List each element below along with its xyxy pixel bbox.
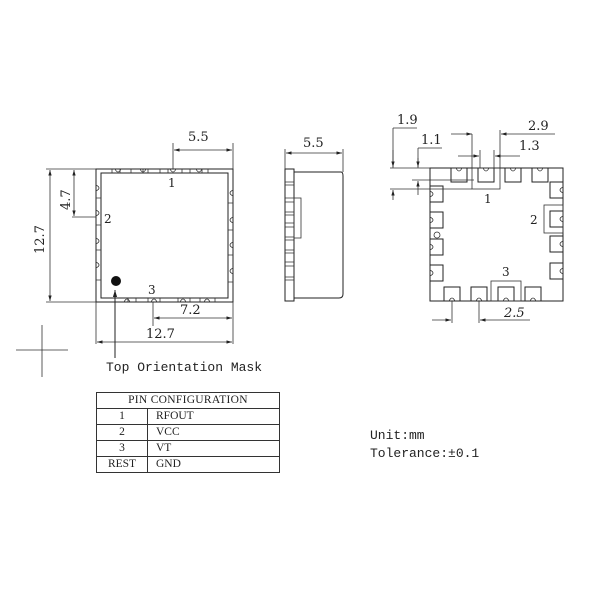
pin1-label: 1 bbox=[168, 176, 176, 190]
fp-pin2-label: 2 bbox=[530, 213, 538, 227]
fp-pin3-label: 3 bbox=[502, 265, 510, 279]
package-body bbox=[100, 172, 229, 299]
package-outline bbox=[95, 168, 234, 303]
pin-number: 2 bbox=[96, 424, 148, 441]
pin-number: REST bbox=[96, 456, 148, 473]
unit-note: Unit:mm bbox=[370, 428, 425, 443]
side-view bbox=[284, 149, 344, 302]
dim-side-height: 5.5 bbox=[303, 136, 324, 151]
tolerance-note: Tolerance:±0.1 bbox=[370, 446, 480, 461]
dim-pin2-offset: 4.7 bbox=[59, 189, 74, 210]
dim-bottom-right: 7.2 bbox=[180, 303, 201, 318]
pin2-label: 2 bbox=[104, 212, 112, 226]
fp-pin1-label: 1 bbox=[484, 192, 492, 206]
dim-1-3: 1.3 bbox=[519, 139, 540, 154]
dim-1-1: 1.1 bbox=[421, 133, 442, 148]
dim-width-top: 5.5 bbox=[188, 130, 209, 145]
left-pads bbox=[429, 185, 444, 282]
footprint-view bbox=[390, 127, 564, 323]
pin3-label: 3 bbox=[148, 283, 156, 297]
orientation-dot bbox=[111, 276, 121, 286]
right-castellations bbox=[228, 189, 234, 283]
orientation-label: Top Orientation Mask bbox=[106, 360, 262, 375]
pin-number: 3 bbox=[96, 440, 148, 457]
top-castellations bbox=[111, 168, 209, 173]
left-castellations bbox=[95, 184, 101, 281]
top-pads bbox=[450, 167, 549, 190]
pin-number: 1 bbox=[96, 408, 148, 425]
dim-height-left: 12.7 bbox=[33, 225, 48, 254]
crosshair-mark bbox=[16, 325, 68, 377]
right-pads bbox=[543, 181, 564, 280]
pin-function: VT bbox=[147, 440, 280, 457]
dim-pitch: 2.5 bbox=[503, 306, 525, 321]
pin-function: GND bbox=[147, 456, 280, 473]
bottom-castellations bbox=[123, 298, 216, 303]
pin-table-header: PIN CONFIGURATION bbox=[96, 392, 280, 409]
top-view bbox=[46, 143, 234, 358]
dim-1-9: 1.9 bbox=[397, 113, 418, 128]
dim-2-9: 2.9 bbox=[528, 119, 549, 134]
dim-width-bottom: 12.7 bbox=[146, 327, 175, 342]
pin-function: VCC bbox=[147, 424, 280, 441]
bottom-pads bbox=[443, 280, 542, 302]
pin-function: RFOUT bbox=[147, 408, 280, 425]
